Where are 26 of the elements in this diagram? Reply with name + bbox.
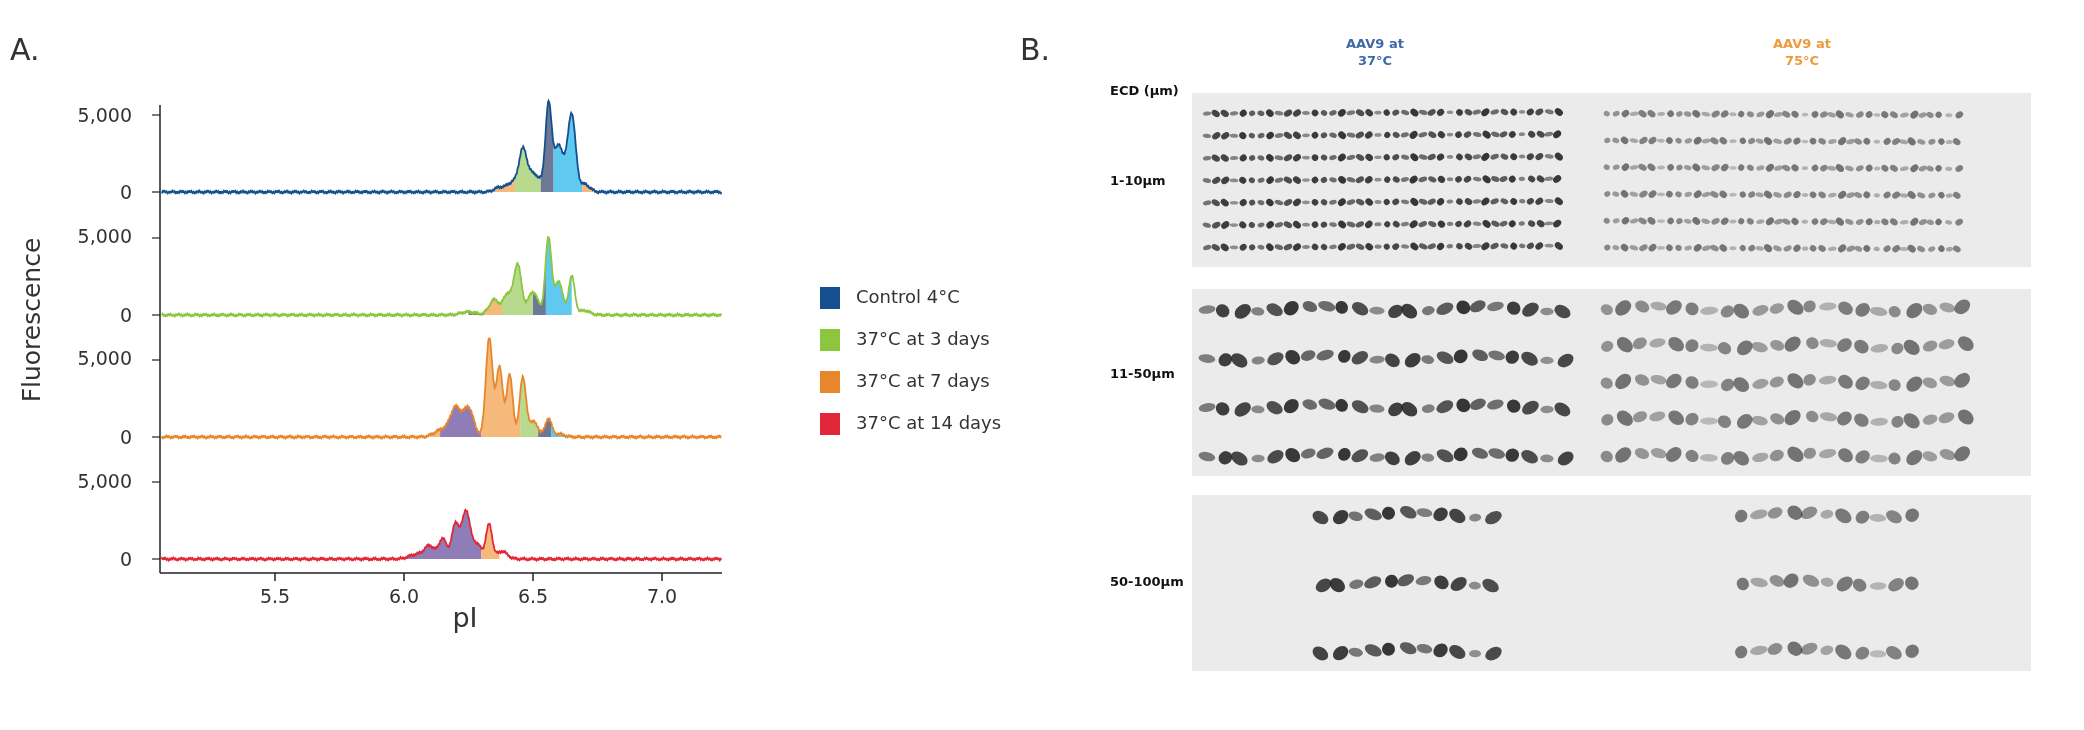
row-header: 50-100µm [1110, 574, 1184, 589]
panel-label: B. [1020, 32, 1051, 67]
tick-label: 6.5 [517, 585, 549, 607]
column-header: AAV9 at 37°C [1345, 36, 1405, 70]
column-header: AAV9 at 75°C [1772, 36, 1832, 70]
row-header: ECD (µm) [1110, 83, 1179, 98]
tick-label: 5,000 [77, 104, 132, 126]
tick-label: 0 [119, 548, 132, 570]
panel-label: A. [10, 32, 40, 67]
axis-title: pI [452, 602, 478, 633]
legend-label: Control 4°C [856, 286, 960, 307]
tick-label: 5,000 [77, 225, 132, 247]
tick-label: 5,000 [77, 470, 132, 492]
tick-label: 7.0 [646, 585, 678, 607]
tick-label: 5,000 [77, 347, 132, 369]
axis-title: Fluorescence [16, 237, 46, 403]
legend-label: 37°C at 14 days [856, 412, 1002, 433]
tick-label: 5.5 [259, 585, 291, 607]
tick-label: 6.0 [388, 585, 420, 607]
tick-label: 0 [119, 426, 132, 448]
tick-label: 0 [119, 304, 132, 326]
row-header: 1-10µm [1110, 173, 1166, 188]
tick-label: 0 [119, 181, 132, 203]
row-header: 11-50µm [1110, 366, 1175, 381]
legend-label: 37°C at 7 days [856, 370, 990, 391]
legend-label: 37°C at 3 days [856, 328, 990, 349]
